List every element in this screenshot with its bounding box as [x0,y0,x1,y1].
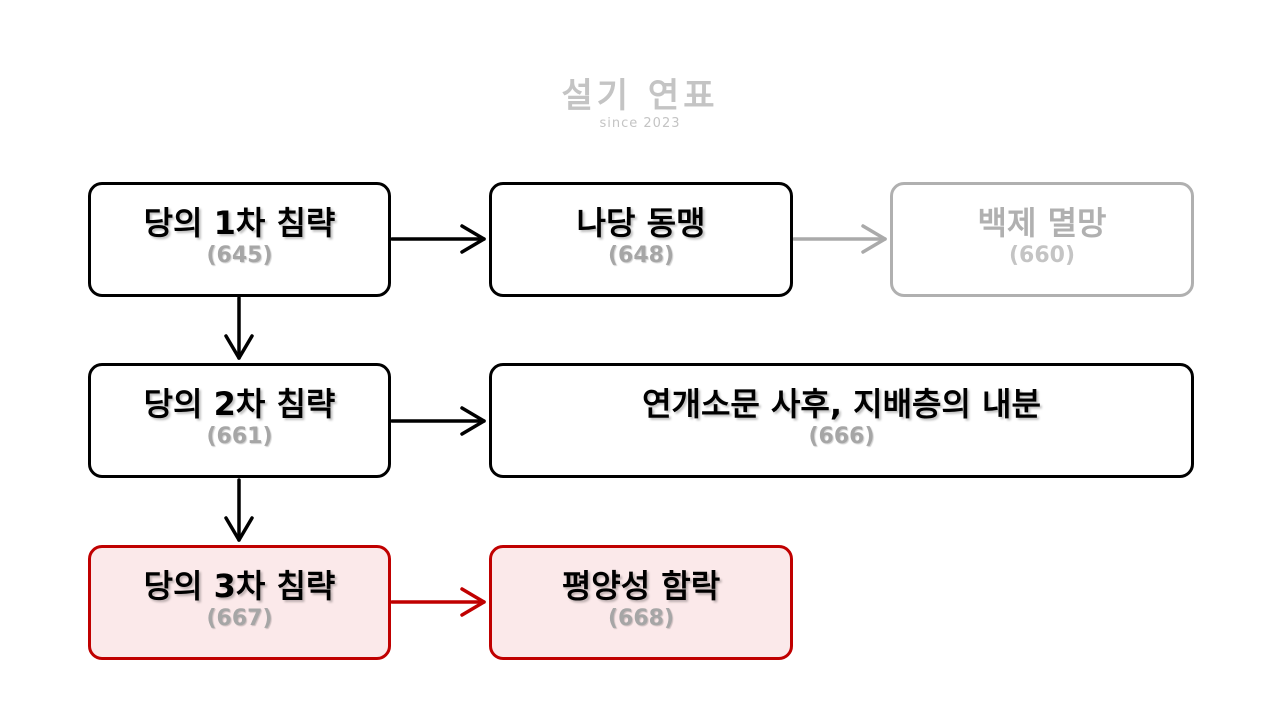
node-year: (667) [206,605,273,631]
logo-watermark: 설기 연표 since 2023 [540,76,740,132]
node-year: (668) [607,605,675,631]
node-tang-invasion-3: 당의 3차 침략 (667) [88,545,391,660]
watermark-subtitle: since 2023 [599,116,681,131]
node-internal-conflict: 연개소문 사후, 지배층의 내분 (666) [489,363,1194,478]
node-label: 나당 동맹 [576,203,706,242]
node-label: 평양성 함락 [561,566,721,605]
node-year: (660) [1008,242,1076,268]
node-label: 당의 1차 침략 [143,203,336,242]
node-pyongyang-fall: 평양성 함락 (668) [489,545,793,660]
arrow-645-648 [390,224,486,254]
node-year: (661) [206,423,273,449]
node-label: 당의 3차 침략 [143,566,336,605]
node-tang-invasion-2: 당의 2차 침략 (661) [88,363,391,478]
arrow-661-667 [224,478,254,542]
arrow-648-660 [792,224,887,254]
arrow-645-661 [224,296,254,360]
node-label: 백제 멸망 [977,203,1107,242]
node-label: 연개소문 사후, 지배층의 내분 [642,384,1041,423]
arrow-661-666 [390,406,486,436]
watermark-title: 설기 연표 [561,76,719,116]
node-year: (648) [607,242,675,268]
arrow-667-668 [390,587,486,617]
node-baekje-fall: 백제 멸망 (660) [890,182,1194,297]
node-label: 당의 2차 침략 [143,384,336,423]
node-year: (645) [206,242,273,268]
node-tang-invasion-1: 당의 1차 침략 (645) [88,182,391,297]
node-year: (666) [808,423,875,449]
node-silla-tang-alliance: 나당 동맹 (648) [489,182,793,297]
